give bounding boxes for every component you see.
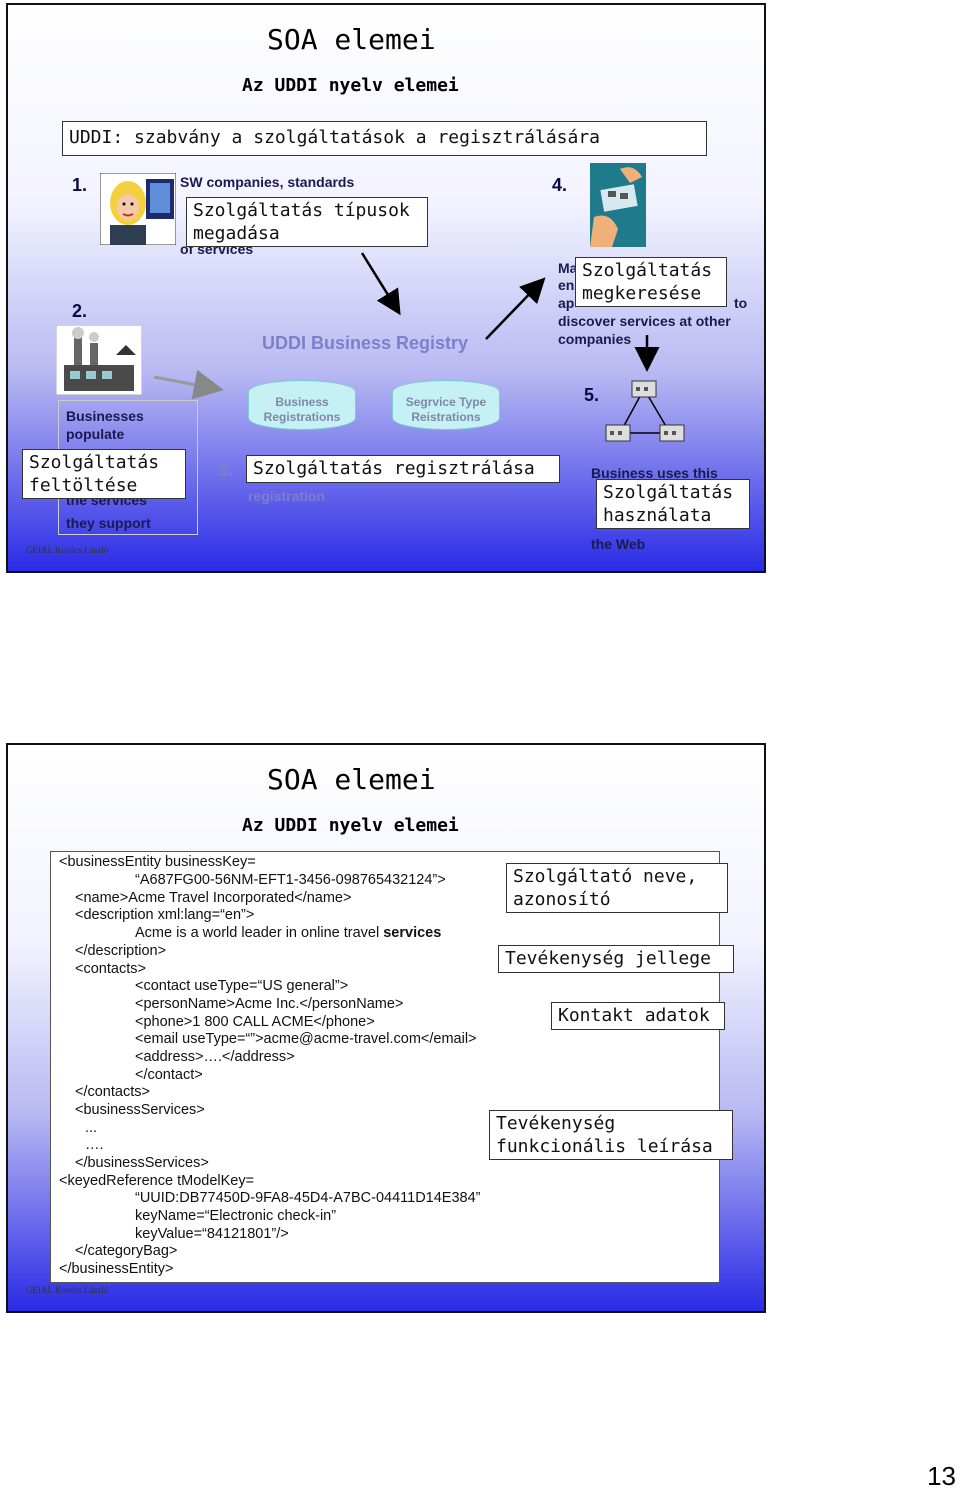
code-line: </contacts> [75,1084,150,1100]
uddi-banner: UDDI: szabvány a szolgáltatások a regisz… [62,121,707,156]
code-line: </contact> [135,1067,203,1083]
step-4-text-c: ap [558,295,575,311]
slide-subtitle: Az UDDI nyelv elemei [242,75,459,96]
step-4-text-b: en [558,277,575,293]
slide-title: SOA elemei [267,23,436,56]
callout-function: Tevékenység funkcionális leírása [489,1110,733,1160]
code-line: “A687FG00-56NM-EFT1-3456-098765432124”> [135,872,446,888]
factory-icon [56,325,142,395]
step-2-text-1: Businesses [66,408,144,424]
registration-label: registration [248,488,326,504]
code-line: “UUID:DB77450D-9FA8-45D4-A7BC-04411D14E3… [135,1190,481,1206]
code-line: <personName>Acme Inc.</personName> [135,996,404,1012]
step-4-text-f: companies [558,331,632,347]
callout-register: Szolgáltatás regisztrálása [246,455,560,483]
xml-code-block: <businessEntity businessKey= “A687FG00-5… [50,851,720,1283]
step-2-text-4: they support [66,515,151,531]
slide-uddi-overview: SOA elemei Az UDDI nyelv elemei UDDI: sz… [6,3,766,573]
code-line: keyValue=“84121801”/> [135,1226,289,1242]
code-line: <name>Acme Travel Incorporated</name> [75,890,352,906]
business-network-icon [605,380,685,442]
step-1-text-top: SW companies, standards [180,174,355,190]
step-4-text-d: to [734,295,748,311]
step-2-number: 2. [72,301,88,321]
code-line: <description xml:lang=“en”> [75,907,255,923]
step-5-number: 5. [584,385,600,405]
callout-activity: Tevékenység jellege [498,945,734,973]
slide-title: SOA elemei [267,763,436,796]
user-at-computer-icon [100,173,176,245]
callout-contact: Kontakt adatok [551,1002,725,1030]
step-2-text-3: the services [66,497,147,508]
code-line: </categoryBag> [75,1243,178,1259]
step-1-text-bottom: of services [180,245,254,257]
step-2-text-2: populate [66,426,125,442]
code-line: …. [85,1137,104,1153]
page-number: 13 [927,1461,956,1491]
code-line: keyName=“Electronic check-in” [135,1208,337,1224]
callout-upload: Szolgáltatás feltöltése [22,449,186,499]
code-line: <phone>1 800 CALL ACME</phone> [135,1014,375,1030]
cylinder-service-type-registrations: Segrvice Type Reistrations [392,380,500,430]
slide-subtitle: Az UDDI nyelv elemei [242,815,459,836]
slide-footer: GEIAL Kovács László [26,1285,109,1295]
code-line: Acme is a world leader in online travel … [135,925,442,941]
slide-uddi-xml-example: SOA elemei Az UDDI nyelv elemei <busines… [6,743,766,1313]
code-line: <contact useType=“US general”> [135,978,349,994]
code-line: <email useType=“”>acme@acme-travel.com</… [135,1031,477,1047]
callout-search: Szolgáltatás megkeresése [575,257,727,307]
slide-footer: GEIAL Kovács László [26,545,109,555]
step-5-text: Business uses this [591,465,718,481]
hand-device-icon [590,163,646,247]
code-line: ... [85,1120,98,1136]
code-line: </description> [75,943,167,959]
step-4-text-a: Ma [558,260,578,276]
cylinder-business-registrations: Business Registrations [248,380,356,430]
code-line: <keyedReference tModelKey= [59,1173,255,1189]
callout-use: Szolgáltatás használata [596,479,750,529]
code-line: <contacts> [75,961,146,977]
step-1-number: 1. [72,175,88,195]
code-line: <businessEntity businessKey= [59,854,256,870]
code-line: </businessEntity> [59,1261,174,1277]
code-line: <businessServices> [75,1102,205,1118]
step-5-text-bottom: the Web [591,536,646,552]
step-4-number: 4. [552,175,568,195]
code-line: </businessServices> [75,1155,209,1171]
code-line: <address>….</address> [135,1049,295,1065]
registry-title: UDDI Business Registry [262,333,469,353]
callout-provider: Szolgáltató neve, azonosító [506,863,728,913]
step-3-number: 3. [218,460,234,480]
flow-arrows [153,252,660,400]
step-4-text-e: discover services at other [558,313,731,329]
callout-service-types: Szolgáltatás típusok megadása [186,197,428,247]
